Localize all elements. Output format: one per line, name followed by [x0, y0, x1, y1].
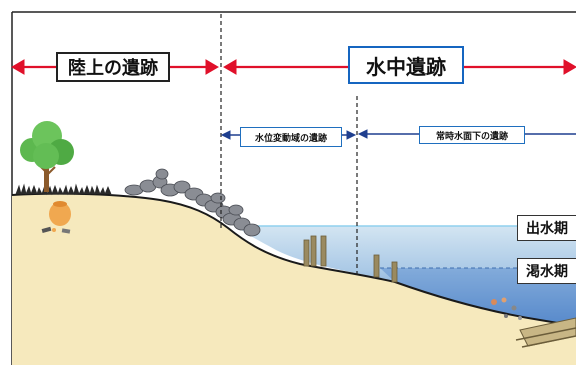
fluctuation-zone-label: 水位変動域の遺跡 — [240, 127, 342, 147]
land-mass — [12, 193, 576, 365]
wreck-timbers — [491, 297, 576, 348]
ground-surface-line — [11, 192, 576, 327]
pottery-artifact — [41, 201, 71, 234]
grass — [15, 183, 112, 196]
underwater-site-label: 水中遺跡 — [348, 46, 464, 84]
high-water-period-label: 出水期 — [517, 215, 576, 241]
normal-submerged-label: 常時水面下の遺跡 — [419, 126, 525, 144]
low-water-period-label: 渇水期 — [517, 258, 576, 284]
tree-illustration — [20, 121, 74, 192]
wooden-posts — [303, 235, 398, 283]
land-site-label: 陸上の遺跡 — [56, 52, 170, 82]
stone-pile — [124, 168, 261, 237]
